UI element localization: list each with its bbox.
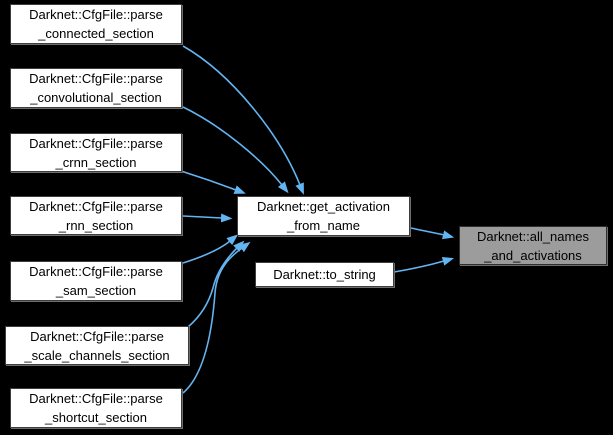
node-parse-crnn-section[interactable]: Darknet::CfgFile::parse _crnn_section xyxy=(10,133,182,172)
node-parse-connected-section[interactable]: Darknet::CfgFile::parse _connected_secti… xyxy=(10,4,182,44)
node-label-line2: _convolutional_section xyxy=(30,90,162,105)
edge-get-activation-to-all-names xyxy=(410,227,455,240)
node-label-line1: Darknet::all_names xyxy=(477,228,589,244)
node-get-activation-from-name[interactable]: Darknet::get_activation _from_name xyxy=(237,196,410,236)
edge-parse-connected-to-get-activation xyxy=(182,45,304,195)
edge-parse-sam-to-get-activation xyxy=(182,234,239,264)
node-label-line1: Darknet::CfgFile::parse xyxy=(29,264,163,279)
node-label-line2: _rnn_section xyxy=(58,217,134,233)
node-label-line2: _scale_channels_section xyxy=(24,347,170,363)
node-label-line1: Darknet::get_activation xyxy=(257,199,390,214)
node-all-names-and-activations: Darknet::all_names _and_activations xyxy=(459,226,607,265)
edge-parse-rnn-to-get-activation xyxy=(182,213,233,223)
edge-parse-scale-channels-to-get-activation xyxy=(187,240,245,328)
node-parse-convolutional-section[interactable]: Darknet::CfgFile::parse _convolutional_s… xyxy=(10,68,182,108)
edge-parse-convolutional-to-get-activation xyxy=(182,106,289,194)
node-parse-shortcut-section[interactable]: Darknet::CfgFile::parse _shortcut_sectio… xyxy=(10,388,182,428)
node-label-line1: Darknet::CfgFile::parse xyxy=(30,328,164,344)
node-label-line1: Darknet::CfgFile::parse xyxy=(29,198,163,214)
edge-to-string-to-all-names xyxy=(393,256,455,273)
node-label-line2: _shortcut_section xyxy=(45,410,147,425)
node-label-line2: _from_name xyxy=(287,218,360,233)
edge-parse-shortcut-to-get-activation xyxy=(182,241,251,394)
node-label-line1: Darknet::CfgFile::parse xyxy=(29,7,163,22)
node-to-string[interactable]: Darknet::to_string xyxy=(255,262,394,287)
node-label-line2: _and_activations xyxy=(484,247,582,263)
node-label-line1: Darknet::to_string xyxy=(273,267,376,282)
node-label-line1: Darknet::CfgFile::parse xyxy=(29,135,163,151)
edge-parse-crnn-to-get-activation xyxy=(180,170,246,194)
node-parse-rnn-section[interactable]: Darknet::CfgFile::parse _rnn_section xyxy=(10,196,182,235)
node-label-line2: _crnn_section xyxy=(55,154,137,170)
node-label-line2: _sam_section xyxy=(55,283,137,298)
node-parse-scale-channels-section[interactable]: Darknet::CfgFile::parse _scale_channels_… xyxy=(5,326,189,365)
node-label-line1: Darknet::CfgFile::parse xyxy=(29,71,163,86)
node-parse-sam-section[interactable]: Darknet::CfgFile::parse _sam_section xyxy=(10,261,182,301)
node-label-line1: Darknet::CfgFile::parse xyxy=(29,391,163,406)
node-label-line2: _connected_section xyxy=(38,26,154,41)
